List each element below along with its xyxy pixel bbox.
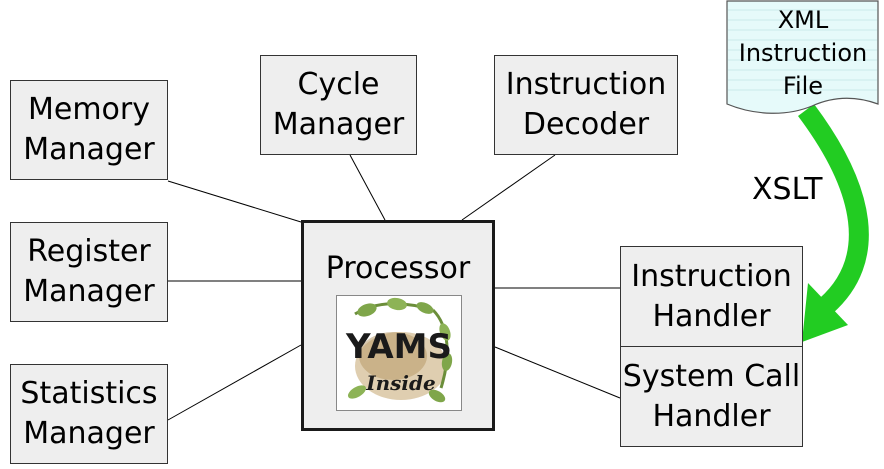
green-curved-arrow-icon — [797, 104, 869, 342]
statistics-manager-line1: Statistics — [20, 376, 158, 411]
xml-file-line1: XML — [777, 6, 829, 34]
connector-system-call — [494, 346, 621, 399]
system-call-handler-line2: Handler — [652, 398, 771, 434]
system-call-handler-line1: System Call — [622, 358, 801, 394]
instruction-handler-line1: Instruction — [631, 259, 792, 294]
memory-manager-box: Memory Manager — [10, 80, 168, 180]
register-manager-line2: Manager — [23, 274, 155, 309]
yams-inside-logo-icon: YAMS Inside — [336, 295, 462, 411]
statistics-manager-line2: Manager — [23, 416, 155, 451]
instruction-decoder-line2: Decoder — [522, 107, 650, 142]
xslt-label: XSLT — [752, 172, 823, 207]
logo-yams-text: YAMS — [345, 327, 452, 367]
cycle-manager-line2: Manager — [272, 107, 405, 142]
instruction-handler-line2: Handler — [652, 299, 771, 334]
cycle-manager-line1: Cycle — [297, 67, 380, 102]
memory-manager-line2: Manager — [23, 132, 155, 167]
cycle-manager-box: Cycle Manager — [260, 55, 417, 155]
instruction-decoder-box: Instruction Decoder — [494, 55, 678, 155]
connector-decoder — [461, 154, 556, 221]
document-icon — [726, 0, 879, 114]
logo-inside-text: Inside — [365, 371, 435, 395]
processor-label: Processor — [325, 251, 471, 286]
memory-manager-line1: Memory — [27, 92, 150, 127]
instruction-handler-box: Instruction Handler — [620, 246, 803, 348]
system-call-handler-box: System Call Handler — [620, 346, 803, 447]
connector-memory — [167, 180, 302, 223]
xml-file-line3: File — [782, 72, 824, 100]
connector-cycle — [349, 154, 386, 221]
register-manager-line1: Register — [27, 234, 151, 269]
xml-instruction-file: XML Instruction File — [726, 0, 880, 118]
processor-box: Processor YAMS Inside — [301, 220, 495, 431]
register-manager-box: Register Manager — [10, 222, 168, 322]
connector-statistics — [167, 344, 302, 421]
xml-file-line2: Instruction — [738, 39, 868, 67]
instruction-decoder-line1: Instruction — [505, 67, 667, 102]
statistics-manager-box: Statistics Manager — [10, 364, 168, 464]
